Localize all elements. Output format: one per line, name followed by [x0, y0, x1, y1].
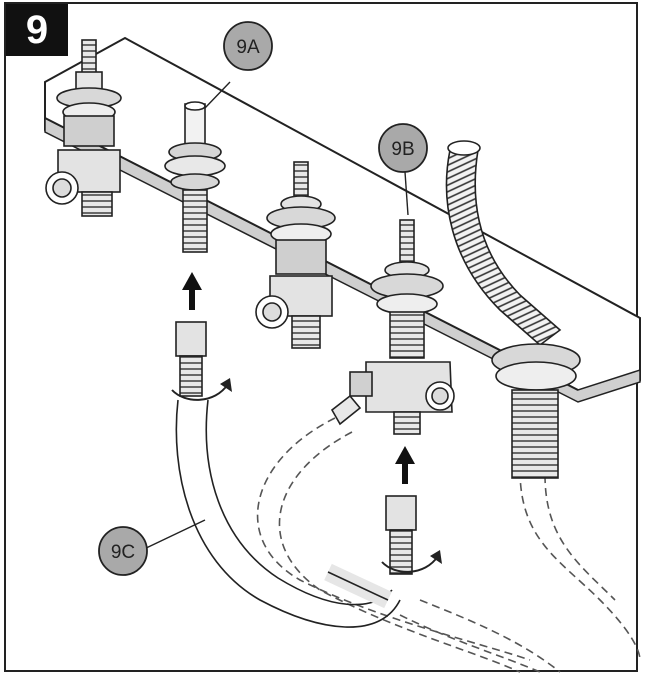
- rotation-arrowheads: [220, 378, 442, 564]
- callout-leaders: [141, 81, 409, 551]
- insert-arrows: [182, 272, 415, 484]
- hose-9c: [175, 321, 417, 628]
- callout-9a-label: 9A: [236, 37, 260, 58]
- rotation-arrows: [171, 383, 439, 573]
- dashed-hoses: [256, 417, 641, 673]
- valve-9a: [164, 101, 226, 253]
- callout-9b: 9B: [378, 123, 428, 173]
- spout-hose: [445, 140, 581, 479]
- callout-9c-label: 9C: [111, 542, 135, 563]
- left-valve: [45, 39, 122, 217]
- middle-valve: [255, 161, 336, 349]
- callout-9a: 9A: [223, 21, 273, 71]
- step-number-badge: 9: [6, 4, 68, 56]
- valve-9b: [330, 219, 455, 435]
- callout-9c: 9C: [98, 526, 148, 576]
- callout-9b-label: 9B: [391, 139, 414, 160]
